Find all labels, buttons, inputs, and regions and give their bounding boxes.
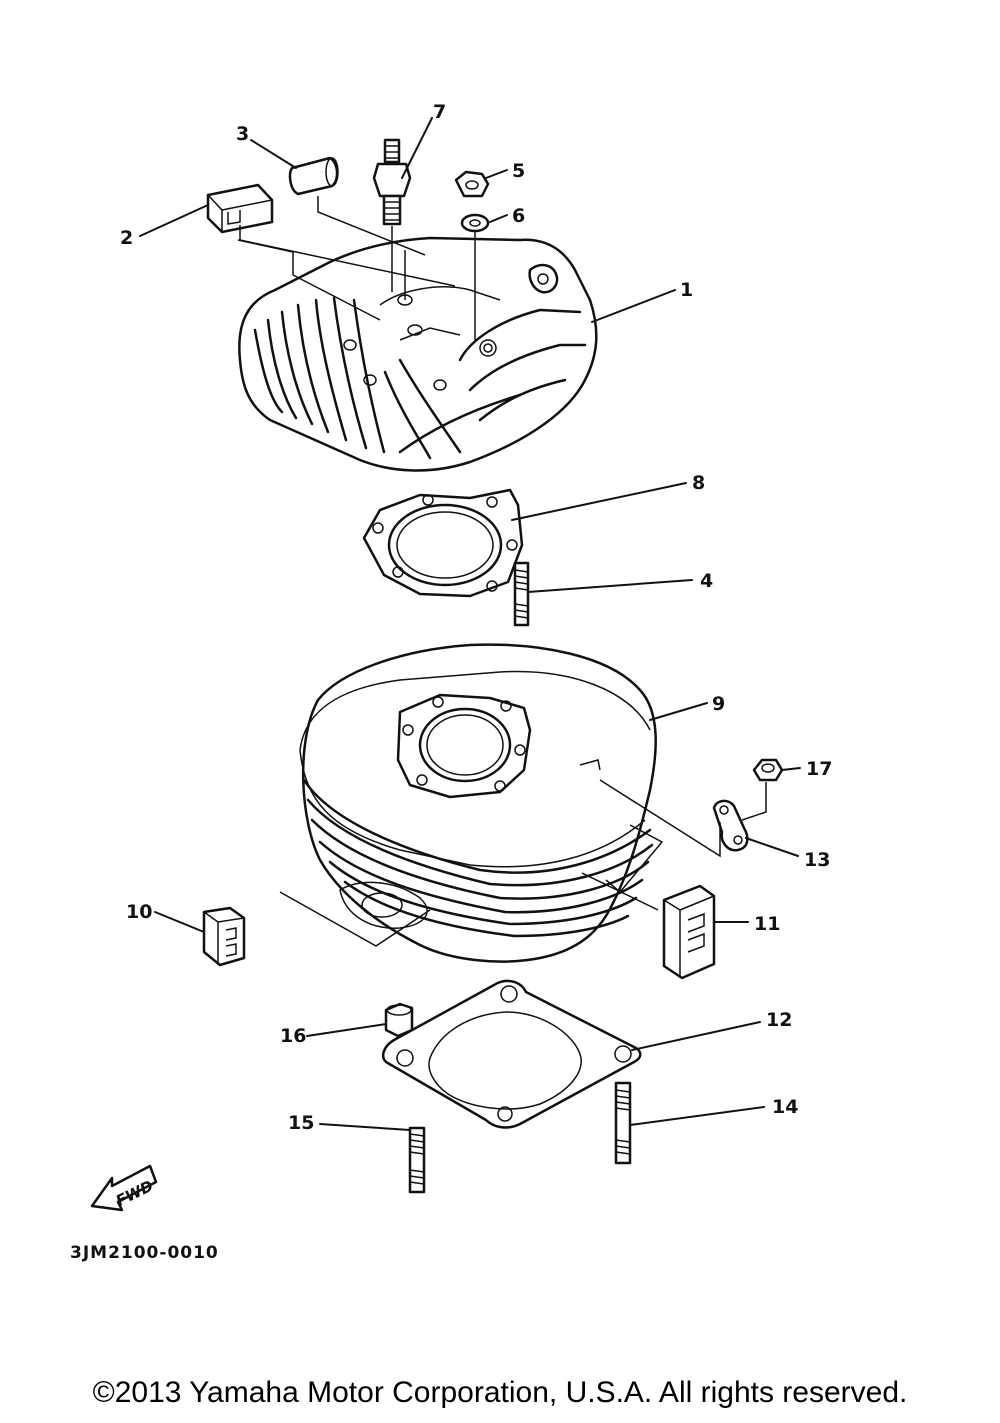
nut-17 (752, 758, 784, 782)
stud-bolt-4 (513, 561, 530, 627)
head-gasket (362, 488, 524, 598)
callout-10: 10 (126, 901, 152, 923)
callout-12: 12 (766, 1009, 792, 1031)
callout-2: 2 (120, 227, 133, 249)
forward-arrow: FWD (90, 1164, 158, 1212)
callout-1: 1 (680, 279, 693, 301)
nut-5 (454, 170, 490, 198)
callout-11: 11 (754, 913, 780, 935)
bracket-assembly-line (599, 779, 721, 858)
washer-6 (460, 213, 490, 233)
callout-17: 17 (806, 758, 832, 780)
diagram-code: 3JM2100-0010 (70, 1243, 219, 1263)
callout-13: 13 (804, 849, 830, 871)
callout-4: 4 (700, 570, 713, 592)
callout-7: 7 (433, 101, 446, 123)
cylinder-head (238, 236, 598, 472)
assembly-lines-top (237, 196, 476, 340)
callout-9: 9 (712, 693, 725, 715)
damper-2 (206, 183, 274, 234)
spark-plug (372, 138, 412, 226)
callout-3: 3 (236, 123, 249, 145)
stud-bolt-14 (614, 1081, 632, 1165)
part-3-cylinder-cap (288, 156, 339, 196)
stud-bolt-15 (408, 1126, 426, 1194)
callout-16: 16 (280, 1025, 306, 1047)
damper-11 (662, 884, 716, 980)
bracket-13 (712, 799, 749, 852)
base-gasket (382, 979, 642, 1129)
callout-14: 14 (772, 1096, 798, 1118)
callout-numbers: 1 2 3 4 5 6 7 8 9 10 11 12 13 14 15 16 1… (120, 101, 832, 1134)
callout-6: 6 (512, 205, 525, 227)
callout-5: 5 (512, 160, 525, 182)
callout-15: 15 (288, 1112, 314, 1134)
cylinder (299, 643, 657, 963)
copyright-notice: ©2013 Yamaha Motor Corporation, U.S.A. A… (92, 1376, 908, 1409)
callout-8: 8 (692, 472, 705, 494)
dowel-pin-16 (384, 1002, 414, 1038)
assembly-lines-dampers (279, 824, 664, 947)
callout-leaders (139, 117, 801, 1131)
damper-10 (202, 906, 246, 967)
